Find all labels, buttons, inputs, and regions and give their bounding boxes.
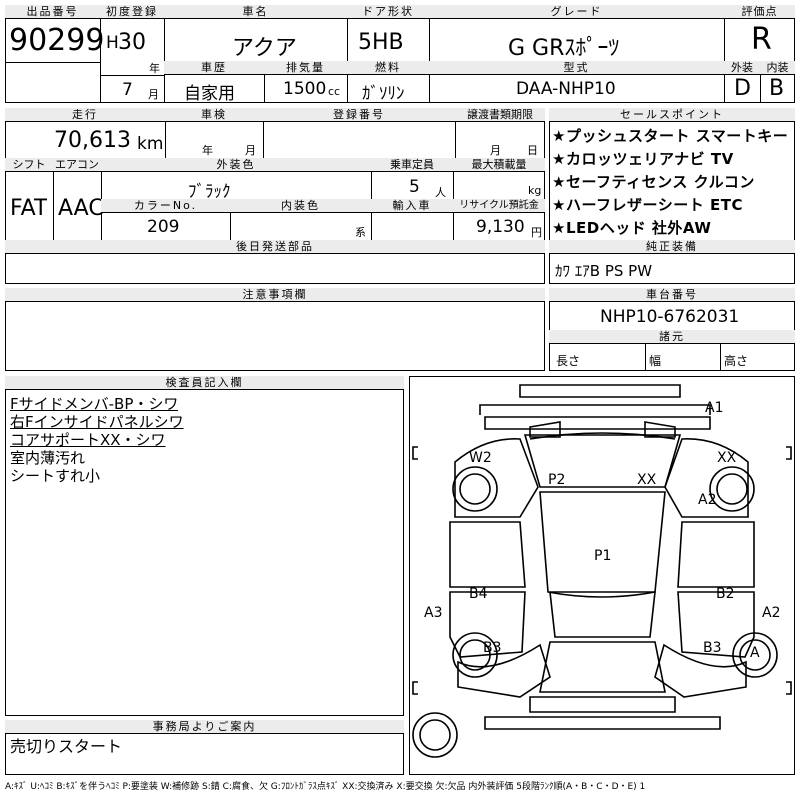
era: H	[106, 33, 119, 53]
sales-line: ★カロッツェリアナビ TV	[552, 150, 734, 168]
sales-line: ★セーフティセンス クルコン	[552, 173, 755, 191]
reg-month: 7	[122, 80, 133, 100]
sales-line: ★プッシュスタート スマートキー	[552, 127, 789, 145]
specs-label: 諸元	[549, 330, 795, 344]
legend-footer: A:ｷｽﾞ U:ﾍｺﾐ B:ｷｽﾞを伴うﾍｺﾐ P:要塗装 W:補修跡 S:錆 …	[5, 782, 646, 792]
reg-year: 30	[118, 30, 146, 55]
displacement-unit: cc	[328, 85, 341, 98]
damage-diagram	[409, 376, 795, 775]
damage-mark: W2	[469, 450, 492, 466]
grade: G GRｽﾎﾟｰﾂ	[508, 36, 620, 61]
displacement: 1500	[283, 79, 327, 99]
insp-year-unit: 年	[202, 144, 213, 157]
spec-height: 高さ	[724, 354, 749, 368]
fuel-label: 燃料	[347, 61, 429, 75]
spec-length: 長さ	[556, 354, 581, 368]
inspector-line: シートすれ小	[10, 467, 101, 485]
damage-mark: A1	[705, 400, 724, 416]
damage-mark: B3	[703, 640, 722, 656]
transfer-month-unit: 月	[490, 144, 501, 157]
first-reg-label: 初度登録	[100, 5, 164, 19]
capacity-unit: 人	[435, 186, 446, 199]
damage-mark: A	[750, 645, 760, 661]
color-no-label: カラーNo.	[101, 199, 230, 213]
capacity: 5	[409, 177, 420, 197]
exterior-color: ﾌﾞﾗｯｸ	[188, 182, 231, 202]
inspector-line: 室内薄汚れ	[10, 449, 86, 467]
equipment-label: 純正装備	[549, 240, 795, 254]
model-label: 型式	[429, 61, 724, 75]
fuel: ｶﾞｿﾘﾝ	[362, 84, 405, 104]
sales-line: ★ハーフレザーシート ETC	[552, 196, 743, 214]
history-label: 車歴	[164, 61, 264, 75]
int-label: 内装	[760, 61, 795, 75]
damage-mark: XX	[717, 450, 737, 466]
ext-grade: D	[734, 76, 751, 101]
damage-mark: B2	[716, 586, 735, 602]
door-type: 5HB	[358, 30, 404, 55]
import-label: 輸入車	[371, 199, 453, 213]
spec-width: 幅	[649, 354, 662, 368]
grade-label: グレード	[429, 5, 724, 19]
office-label: 事務局よりご案内	[5, 720, 404, 734]
recycle-unit: 円	[531, 226, 542, 239]
eval-score: R	[751, 22, 772, 57]
inspector-label: 検査員記入欄	[5, 376, 404, 390]
car-outline	[412, 384, 792, 758]
int-color-unit: 系	[355, 226, 366, 239]
insp-month-unit: 月	[245, 144, 256, 157]
inspector-line: コアサポートXX・シワ	[10, 431, 166, 449]
displacement-label: 排気量	[264, 61, 347, 75]
chassis-label: 車台番号	[549, 288, 795, 302]
reg-year-unit: 年	[149, 62, 160, 75]
recycle-deposit: 9,130	[476, 217, 525, 237]
inspection-label: 車検	[165, 108, 263, 122]
damage-mark: A3	[424, 605, 443, 621]
shift: FAT	[10, 196, 48, 221]
reg-month-unit: 月	[148, 88, 159, 101]
inspector-line: 右Fインサイドパネルシワ	[10, 413, 184, 431]
damage-mark: A2	[698, 492, 717, 508]
equipment-value: ｶﾜ ｴｱB PS PW	[555, 262, 653, 280]
car-name: アクア	[232, 36, 297, 61]
notes-label: 注意事項欄	[5, 288, 545, 302]
history: 自家用	[184, 84, 235, 104]
ext-label: 外装	[724, 61, 760, 75]
lot-label: 出品番号	[5, 5, 100, 19]
mileage-label: 走行	[5, 108, 165, 122]
sales-line: ★LEDヘッド 社外AW	[552, 219, 712, 237]
color-label: 外装色	[101, 158, 371, 172]
damage-mark: B4	[469, 586, 488, 602]
sales-label: セールスポイント	[549, 108, 795, 122]
load-label: 最大積載量	[453, 158, 545, 172]
shift-label: シフト	[5, 158, 53, 172]
int-grade: B	[769, 76, 785, 101]
transfer-label: 譲渡書類期限	[455, 108, 545, 122]
office-note: 売切りスタート	[10, 738, 123, 756]
load-unit: kg	[528, 184, 542, 197]
mileage-unit: km	[137, 134, 164, 154]
color-no: 209	[147, 217, 180, 237]
name-label: 車名	[164, 5, 347, 19]
eval-label: 評価点	[724, 5, 795, 19]
capacity-label: 乗車定員	[371, 158, 453, 172]
transfer-day-unit: 日	[527, 144, 538, 157]
ac-label: エアコン	[53, 158, 101, 172]
mileage: 70,613	[54, 128, 131, 153]
later-parts-label: 後日発送部品	[5, 240, 545, 254]
damage-mark: XX	[637, 472, 657, 488]
damage-mark: B3	[483, 640, 502, 656]
damage-mark: P2	[548, 472, 566, 488]
chassis-number: NHP10-6762031	[600, 307, 740, 327]
int-color-label: 内装色	[230, 199, 371, 213]
plate-label: 登録番号	[263, 108, 455, 122]
inspector-line: Fサイドメンバ-BP・シワ	[10, 395, 179, 413]
damage-mark: A2	[762, 605, 781, 621]
model-code: DAA-NHP10	[516, 79, 616, 99]
damage-mark: P1	[594, 548, 612, 564]
door-label: ドア形状	[347, 5, 429, 19]
lot-number: 90299	[9, 23, 105, 58]
ac: AAC	[58, 196, 104, 221]
recycle-label: リサイクル預託金	[453, 199, 545, 213]
